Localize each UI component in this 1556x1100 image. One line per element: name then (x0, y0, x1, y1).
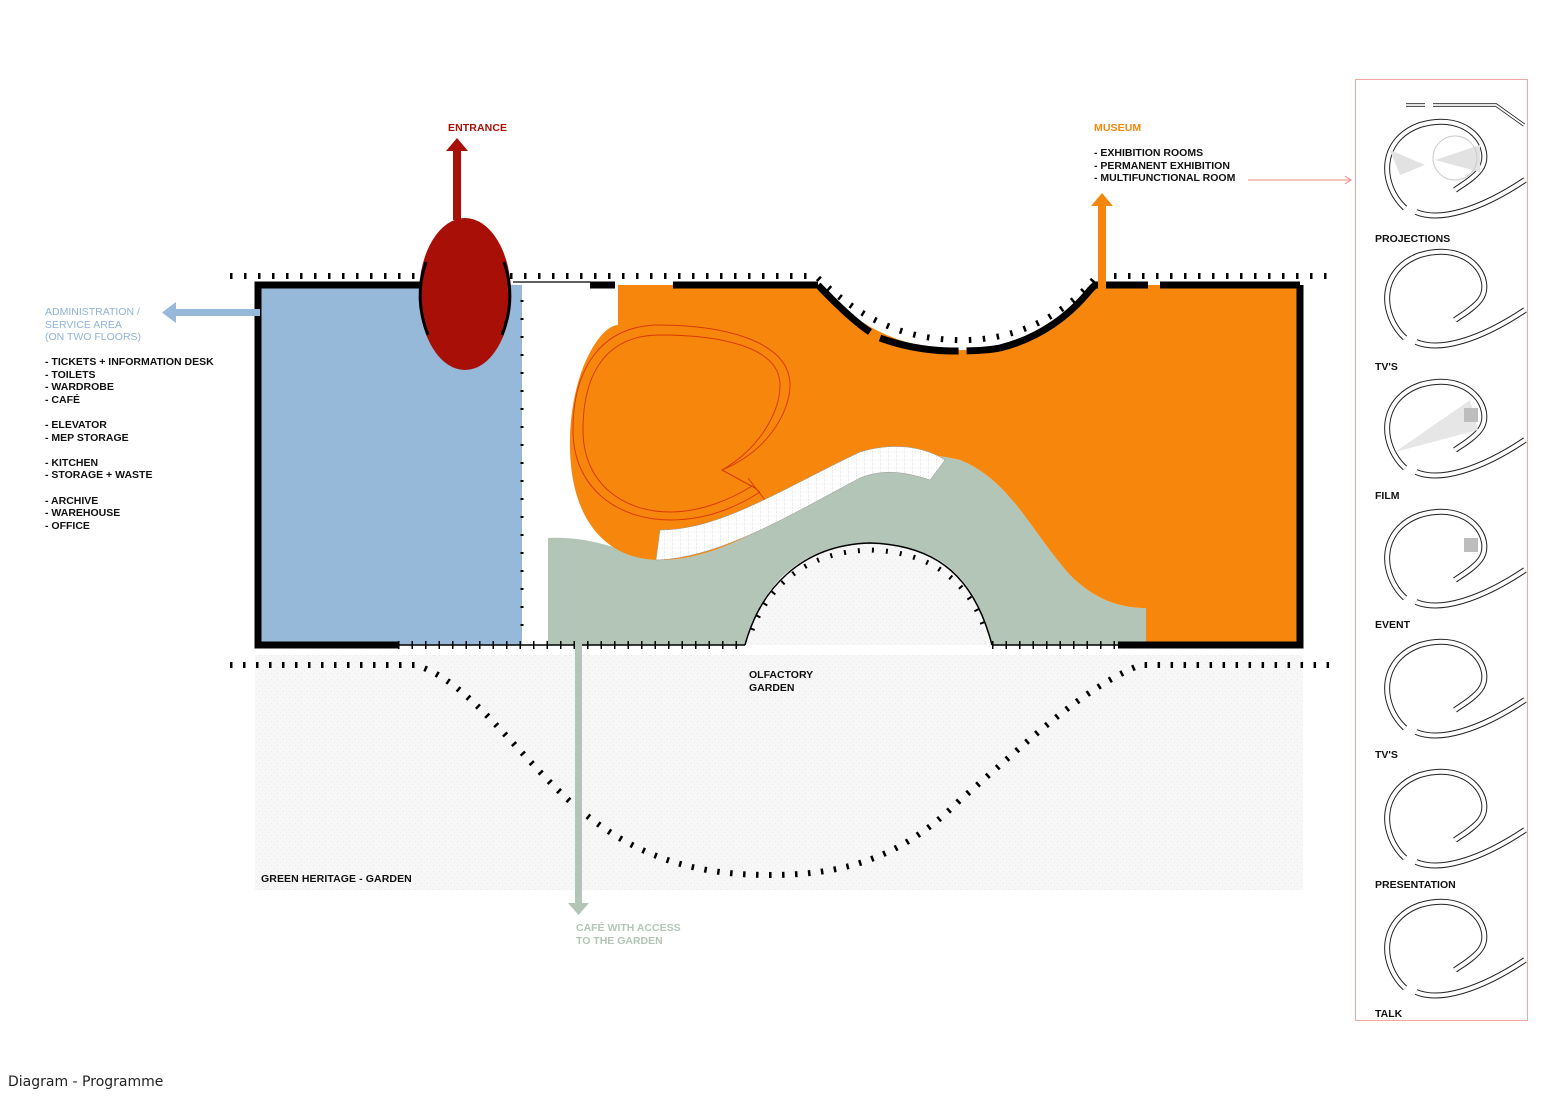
museum-item: - EXHIBITION ROOMS (1094, 147, 1204, 159)
admin-item: - OFFICE (45, 519, 90, 532)
config-label-tvs: TV'S (1375, 361, 1398, 373)
olfactory-garden-arch (744, 542, 993, 646)
admin-title-line: (ON TWO FLOORS) (45, 331, 142, 344)
museum-block (569, 285, 1300, 645)
top-dotted-boundary (230, 273, 1330, 344)
garden-dotted-boundary (230, 662, 1330, 879)
config-label-projections: PROJECTIONS (1375, 233, 1451, 245)
cafe-arrow-icon (568, 640, 589, 915)
entrance-volume (418, 218, 512, 370)
museum-item: - PERMANENT EXHIBITION (1094, 159, 1230, 172)
multifunctional-pointer-arrow-icon (1248, 175, 1352, 185)
admin-title-line: ADMINISTRATION / (45, 306, 140, 318)
museum-items: - EXHIBITION ROOMS - PERMANENT EXHIBITIO… (1094, 147, 1235, 185)
admin-item: - KITCHEN (45, 456, 99, 469)
admin-group-kitchen: - KITCHEN - STORAGE + WASTE (45, 457, 214, 482)
admin-title-line: SERVICE AREA (45, 318, 122, 331)
config-ring-icon (1384, 118, 1527, 219)
config-label-tvs-2: TV'S (1375, 749, 1398, 761)
admin-item: - WAREHOUSE (45, 507, 121, 520)
config-label-talk: TALK (1375, 1008, 1403, 1020)
cafe-line: CAFÉ WITH ACCESS (576, 922, 681, 934)
museum-arrow-icon (1091, 193, 1113, 290)
olfactory-line: GARDEN (749, 681, 795, 694)
admin-group-storage: - ARCHIVE - WAREHOUSE - OFFICE (45, 495, 214, 533)
cafe-area (548, 454, 1146, 645)
admin-item: - TICKETS + INFORMATION DESK (45, 356, 214, 368)
museum-item: - MULTIFUNCTIONAL ROOM (1094, 172, 1236, 185)
config-label-event: EVENT (1375, 619, 1411, 631)
admin-item: - ARCHIVE (45, 494, 99, 507)
cafe-label: CAFÉ WITH ACCESS TO THE GARDEN (576, 922, 681, 947)
config-label-presentation: PRESENTATION (1375, 879, 1456, 891)
admin-item: - ELEVATOR (45, 418, 107, 431)
admin-group-visitor: - TICKETS + INFORMATION DESK - TOILETS -… (45, 356, 214, 406)
cafe-line: TO THE GARDEN (576, 934, 663, 947)
admin-item: - CAFÉ (45, 393, 80, 406)
admin-item: - WARDROBE (45, 381, 114, 394)
green-heritage-garden-area (255, 655, 1303, 890)
admin-item: - MEP STORAGE (45, 431, 129, 444)
admin-item: - STORAGE + WASTE (45, 469, 153, 482)
admin-item: - TOILETS (45, 368, 96, 381)
walls (254, 281, 1304, 649)
administration-items: - TICKETS + INFORMATION DESK - TOILETS -… (45, 356, 214, 532)
diagram-caption: Diagram - Programme (8, 1074, 164, 1090)
olfactory-line: OLFACTORY (749, 669, 814, 681)
config-projections-icon (1406, 103, 1526, 127)
administration-arrow-icon (162, 302, 260, 323)
administration-title: ADMINISTRATION / SERVICE AREA (ON TWO FL… (45, 306, 141, 344)
multifunctional-room-panel (1355, 79, 1528, 1021)
entrance-label: ENTRANCE (448, 122, 508, 134)
entrance-arrow-icon (446, 138, 468, 220)
museum-title: MUSEUM (1094, 122, 1142, 134)
olfactory-garden-label: OLFACTORY GARDEN (749, 669, 813, 694)
admin-group-technical: - ELEVATOR - MEP STORAGE (45, 419, 214, 444)
configuration-drawings (1384, 103, 1527, 995)
green-heritage-label: GREEN HERITAGE - GARDEN (261, 873, 412, 885)
stair-ramp (655, 446, 946, 561)
config-label-film: FILM (1375, 490, 1400, 502)
